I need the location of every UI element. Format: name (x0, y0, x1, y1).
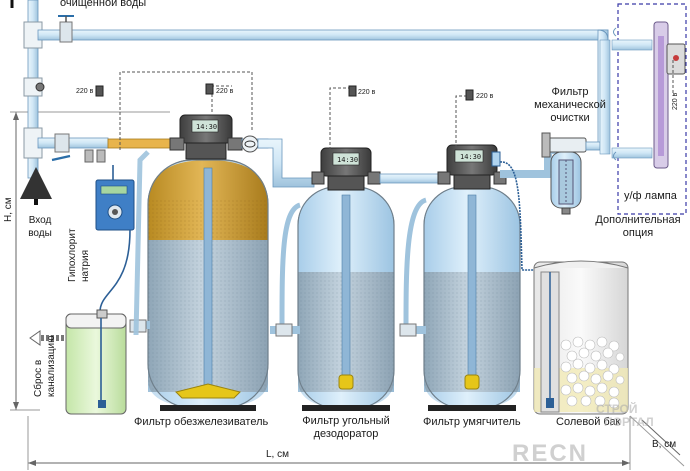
display-iron-filter: 14:30 (196, 123, 218, 131)
display-carbon-filter: 14:30 (337, 156, 359, 164)
mechanical-filter (541, 132, 601, 215)
label-iron-filter: Фильтр обезжелезиватель (134, 416, 269, 428)
iron-removal-filter (129, 114, 315, 411)
label-clean-water-out: очищенной воды (60, 0, 147, 9)
watermark-line1: СТРОЙ (596, 402, 638, 416)
label-height-dimension: H, см (3, 197, 14, 222)
power-label-carbon-filter: 220 в (358, 89, 376, 96)
power-label-softener: 220 в (476, 93, 494, 100)
carbon-filter (270, 147, 441, 411)
salt-tank (533, 260, 629, 415)
hypochlorite-dosing-system (29, 165, 135, 415)
label-length-dimension: L, см (266, 449, 289, 460)
label-uv-option: Дополнительная опция (595, 214, 681, 239)
softener-filter (399, 144, 560, 411)
label-drain: Сброс в канализацию (33, 335, 57, 397)
power-label-dosing: 220 в (76, 88, 94, 95)
label-mechanical-filter: Фильтр механической очистки (534, 86, 606, 124)
label-carbon-filter: Фильтр угольный дезодоратор (302, 415, 390, 440)
watermark-brand: RECN (512, 440, 589, 467)
label-salt-tank: Солевой бак (556, 416, 621, 428)
label-water-inlet: Вход воды (28, 215, 52, 239)
power-plugs (95, 83, 474, 101)
power-label-iron-filter: 220 в (216, 88, 234, 95)
uv-lamp-option (599, 3, 687, 215)
label-hypochlorite: Гипохлорит натрия (67, 228, 91, 282)
label-width-dimension: B, см (652, 439, 677, 450)
watermark-line2: ПОРТАЛ (604, 415, 654, 429)
power-label-uv-lamp: 220 в (672, 92, 679, 110)
display-softener: 14:30 (460, 153, 482, 161)
label-uv-lamp: у/ф лампа (624, 190, 677, 202)
label-softener-filter: Фильтр умягчитель (423, 416, 521, 428)
